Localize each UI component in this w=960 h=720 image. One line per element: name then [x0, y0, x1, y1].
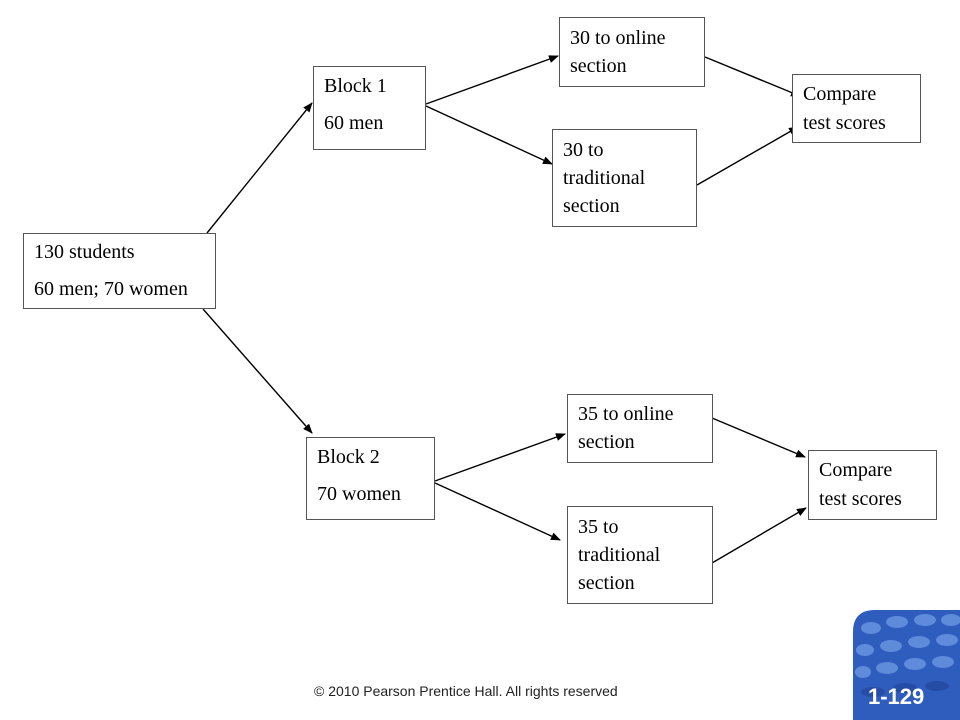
block2-compare-box: Compare test scores	[808, 450, 937, 520]
root-line-2: 60 men; 70 women	[34, 278, 188, 300]
block1-online-line-2: section	[570, 55, 627, 77]
footer-copyright: © 2010 Pearson Prentice Hall. All rights…	[314, 683, 618, 699]
block1-traditional-line-1: 30 to	[563, 139, 604, 161]
block1-box: Block 1 60 men	[313, 66, 426, 150]
block1-subtitle: 60 men	[324, 112, 384, 134]
block2-box: Block 2 70 women	[306, 437, 435, 520]
arrow-block1-to-online	[425, 55, 559, 105]
block2-online-line-2: section	[578, 431, 635, 453]
block2-traditional-box: 35 to traditional section	[567, 506, 713, 604]
arrow-block1-to-traditional	[425, 105, 553, 165]
block2-online-line-1: 35 to online	[578, 403, 674, 425]
block1-compare-box: Compare test scores	[792, 74, 921, 143]
block1-traditional-box: 30 to traditional section	[552, 129, 697, 227]
arrow-traditional2-to-compare	[711, 507, 807, 564]
arrow-root-to-block2	[202, 308, 313, 434]
block1-traditional-line-2: traditional	[563, 167, 646, 189]
block2-traditional-line-1: 35 to	[578, 516, 619, 538]
block1-traditional-line-3: section	[563, 195, 620, 217]
block2-online-box: 35 to online section	[567, 394, 713, 463]
arrow-traditional1-to-compare	[696, 126, 799, 186]
block2-compare-line-1: Compare	[819, 459, 893, 481]
block2-traditional-line-2: traditional	[578, 544, 661, 566]
arrow-online1-to-compare	[704, 56, 801, 97]
arrow-root-to-block1	[206, 102, 313, 234]
root-box: 130 students 60 men; 70 women	[23, 233, 216, 309]
slide-number: 1-129	[868, 684, 925, 709]
block2-traditional-line-3: section	[578, 572, 635, 594]
block1-title: Block 1	[324, 75, 387, 97]
slide-badge-graphic	[853, 610, 960, 720]
block1-compare-line-1: Compare	[803, 83, 877, 105]
arrow-block2-to-traditional	[434, 482, 561, 541]
block2-title: Block 2	[317, 446, 380, 468]
block1-online-line-1: 30 to online	[570, 27, 666, 49]
arrow-online2-to-compare	[711, 417, 806, 458]
badge-dot-pattern	[855, 614, 960, 678]
badge-dot-shadow	[861, 681, 949, 697]
root-line-1: 130 students	[34, 241, 135, 263]
arrow-block2-to-online	[434, 433, 566, 482]
block1-compare-line-2: test scores	[803, 112, 886, 134]
block2-subtitle: 70 women	[317, 483, 401, 505]
block1-online-box: 30 to online section	[559, 17, 705, 87]
block2-compare-line-2: test scores	[819, 488, 902, 510]
